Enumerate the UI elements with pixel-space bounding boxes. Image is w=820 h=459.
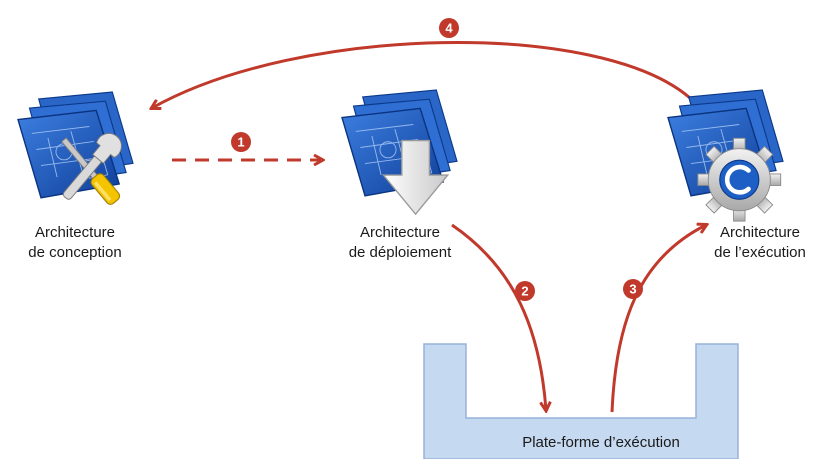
arrow-2: [451, 223, 546, 410]
node-label-deploiement-line2: de déploiement: [348, 244, 452, 261]
blueprint-wrench-screwdriver-icon: [17, 91, 134, 205]
platform-shape: [423, 343, 739, 459]
node-label-conception: Architecture de conception: [10, 223, 140, 263]
node-label-deploiement: Architecture de déploiement: [330, 223, 470, 263]
svg-text:1: 1: [237, 135, 244, 150]
step-badge-2: 2: [515, 281, 535, 301]
svg-text:3: 3: [629, 282, 636, 297]
step-badge-4: 4: [439, 18, 459, 38]
node-label-execution-line2: de l’exécution: [714, 244, 806, 261]
node-label-execution-line1: Architecture: [719, 224, 801, 241]
svg-text:4: 4: [445, 21, 453, 36]
platform-label: Plate-forme d’exécution: [522, 434, 680, 451]
blueprint-download-arrow-icon: [341, 89, 458, 216]
arrow-4: [152, 40, 691, 108]
node-label-execution: Architecture de l’exécution: [700, 223, 820, 263]
arrow-3: [610, 225, 706, 413]
step-badge-1: 1: [231, 132, 251, 152]
blueprint-gear-icon: [667, 89, 784, 222]
svg-text:2: 2: [521, 284, 528, 299]
node-label-deploiement-line1: Architecture: [359, 224, 441, 241]
node-label-conception-line1: Architecture: [34, 224, 116, 241]
node-label-conception-line2: de conception: [28, 244, 122, 261]
step-badge-3: 3: [623, 279, 643, 299]
